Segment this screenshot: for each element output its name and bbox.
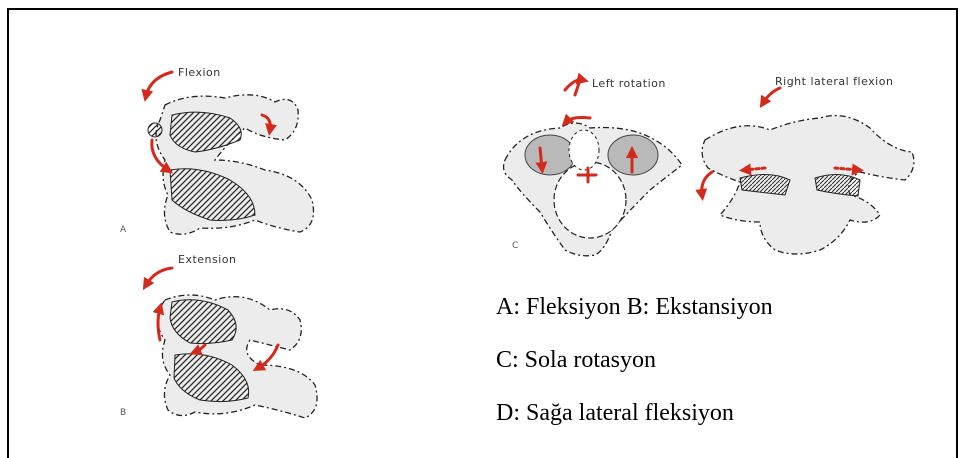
extension-label: Extension — [178, 253, 237, 266]
flexion-label: Flexion — [178, 66, 221, 79]
extension-arrow-facet — [258, 345, 278, 368]
lateral-flexion-arrow-side — [702, 172, 712, 195]
rotation-letter: C — [512, 241, 518, 251]
flexion-letter: A — [120, 225, 127, 235]
panel-rotation: Left rotation C — [504, 77, 682, 256]
caption-flexion-extension: A: Fleksiyon B: Ekstansiyon — [496, 294, 773, 321]
extension-arrow-top — [146, 268, 172, 285]
rotation-label: Left rotation — [592, 77, 666, 90]
panel-extension: Extension B — [120, 253, 317, 418]
extension-letter: B — [120, 408, 126, 418]
lateral-flexion-vertebra — [702, 116, 914, 254]
lateral-flexion-arrow-top — [763, 88, 780, 103]
flexion-arrow-top — [146, 72, 172, 96]
rotation-arrow-dens — [566, 118, 590, 123]
rotation-canal — [554, 162, 626, 238]
lateral-flexion-label: Right lateral flexion — [775, 75, 893, 88]
rotation-arrow-left — [540, 148, 542, 168]
caption-lateral-flexion: D: Sağa lateral fleksiyon — [496, 400, 734, 427]
rotation-dens — [569, 130, 599, 170]
flexion-joint — [148, 123, 162, 137]
panel-flexion: Flexion A — [120, 66, 314, 235]
panel-lateral-flexion: Right lateral flexion — [702, 75, 914, 254]
flexion-upper-body — [170, 112, 241, 152]
rotation-facet-left — [525, 135, 575, 175]
caption-rotation: C: Sola rotasyon — [496, 347, 656, 374]
